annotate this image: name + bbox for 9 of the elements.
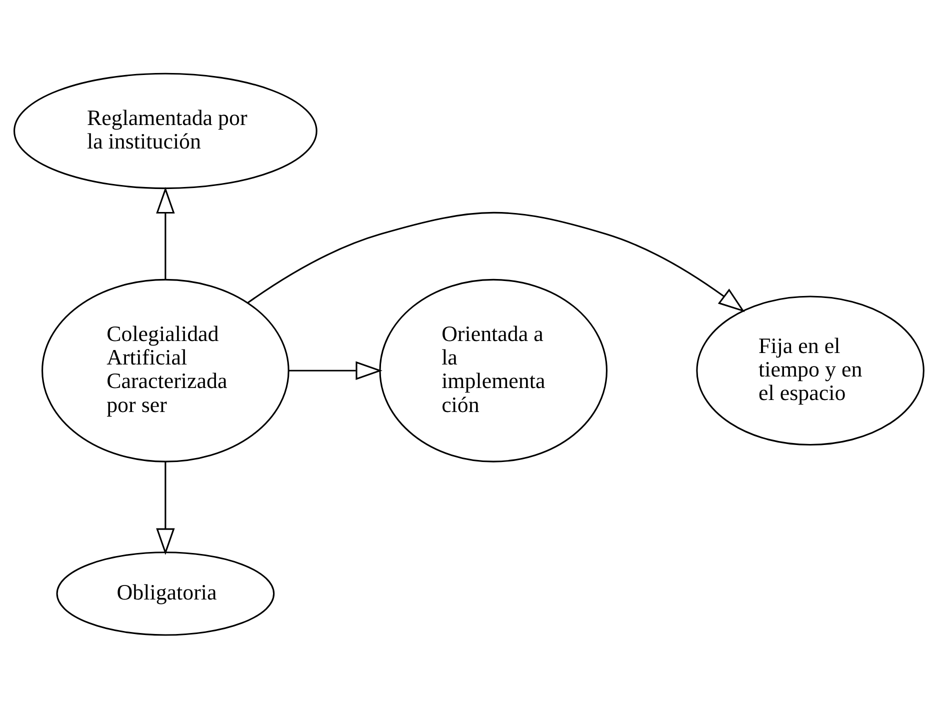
arrow [289, 360, 382, 380]
arrow [156, 461, 175, 554]
node-ellipse: Reglamentada por la institución [14, 72, 318, 189]
node-ellipse: Orientada a la implementa ción [379, 278, 608, 462]
arrow [156, 186, 175, 280]
node-ellipse: Obligatoria [56, 551, 275, 636]
node-ellipse: Fija en el tiempo y en el espacio [696, 295, 924, 446]
node-ellipse: Colegialidad Artificial Caracterizada por ser [42, 278, 290, 462]
arrow [247, 211, 745, 312]
